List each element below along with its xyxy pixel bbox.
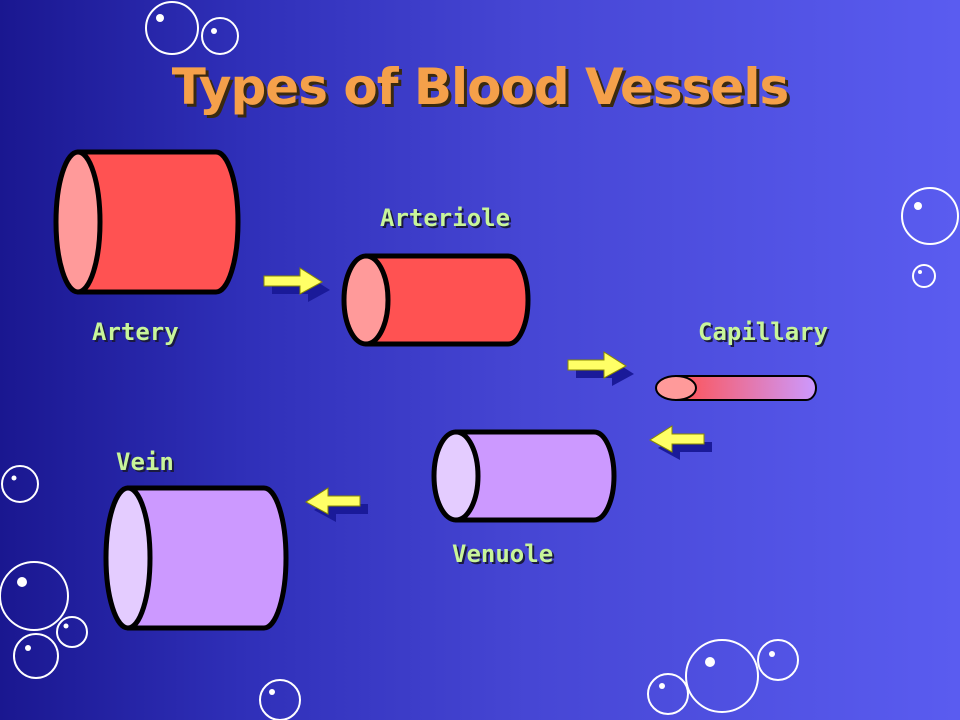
artery-vessel: [53, 149, 241, 295]
arteriole-vessel: [341, 253, 531, 347]
bubble: [685, 639, 759, 713]
venuole-vessel: [431, 429, 617, 523]
bubble: [201, 17, 239, 55]
venuole-label: Venuole: [452, 540, 554, 568]
bubble: [1, 465, 39, 503]
bubble: [901, 187, 959, 245]
vein-label: Vein: [116, 448, 174, 476]
bubble: [647, 673, 689, 715]
vein-vessel: [103, 485, 289, 631]
artery-label: Artery: [92, 318, 179, 346]
bubble: [13, 633, 59, 679]
capillary-label: Capillary: [698, 318, 829, 346]
arrow-right-icon: [567, 351, 634, 386]
bubble: [259, 679, 301, 720]
capillary-vessel: [655, 375, 817, 401]
bubble: [145, 1, 199, 55]
bubble-highlights: [11, 14, 922, 695]
bubble: [912, 264, 936, 288]
bubble: [56, 616, 88, 648]
arrow-right-icon: [263, 267, 330, 302]
arrow-left-icon: [305, 487, 368, 522]
bubble: [757, 639, 799, 681]
arteriole-label: Arteriole: [380, 204, 511, 232]
bubble: [0, 561, 69, 631]
slide-title: Types of Blood Vessels: [171, 58, 790, 116]
arrow-left-icon: [649, 425, 712, 460]
